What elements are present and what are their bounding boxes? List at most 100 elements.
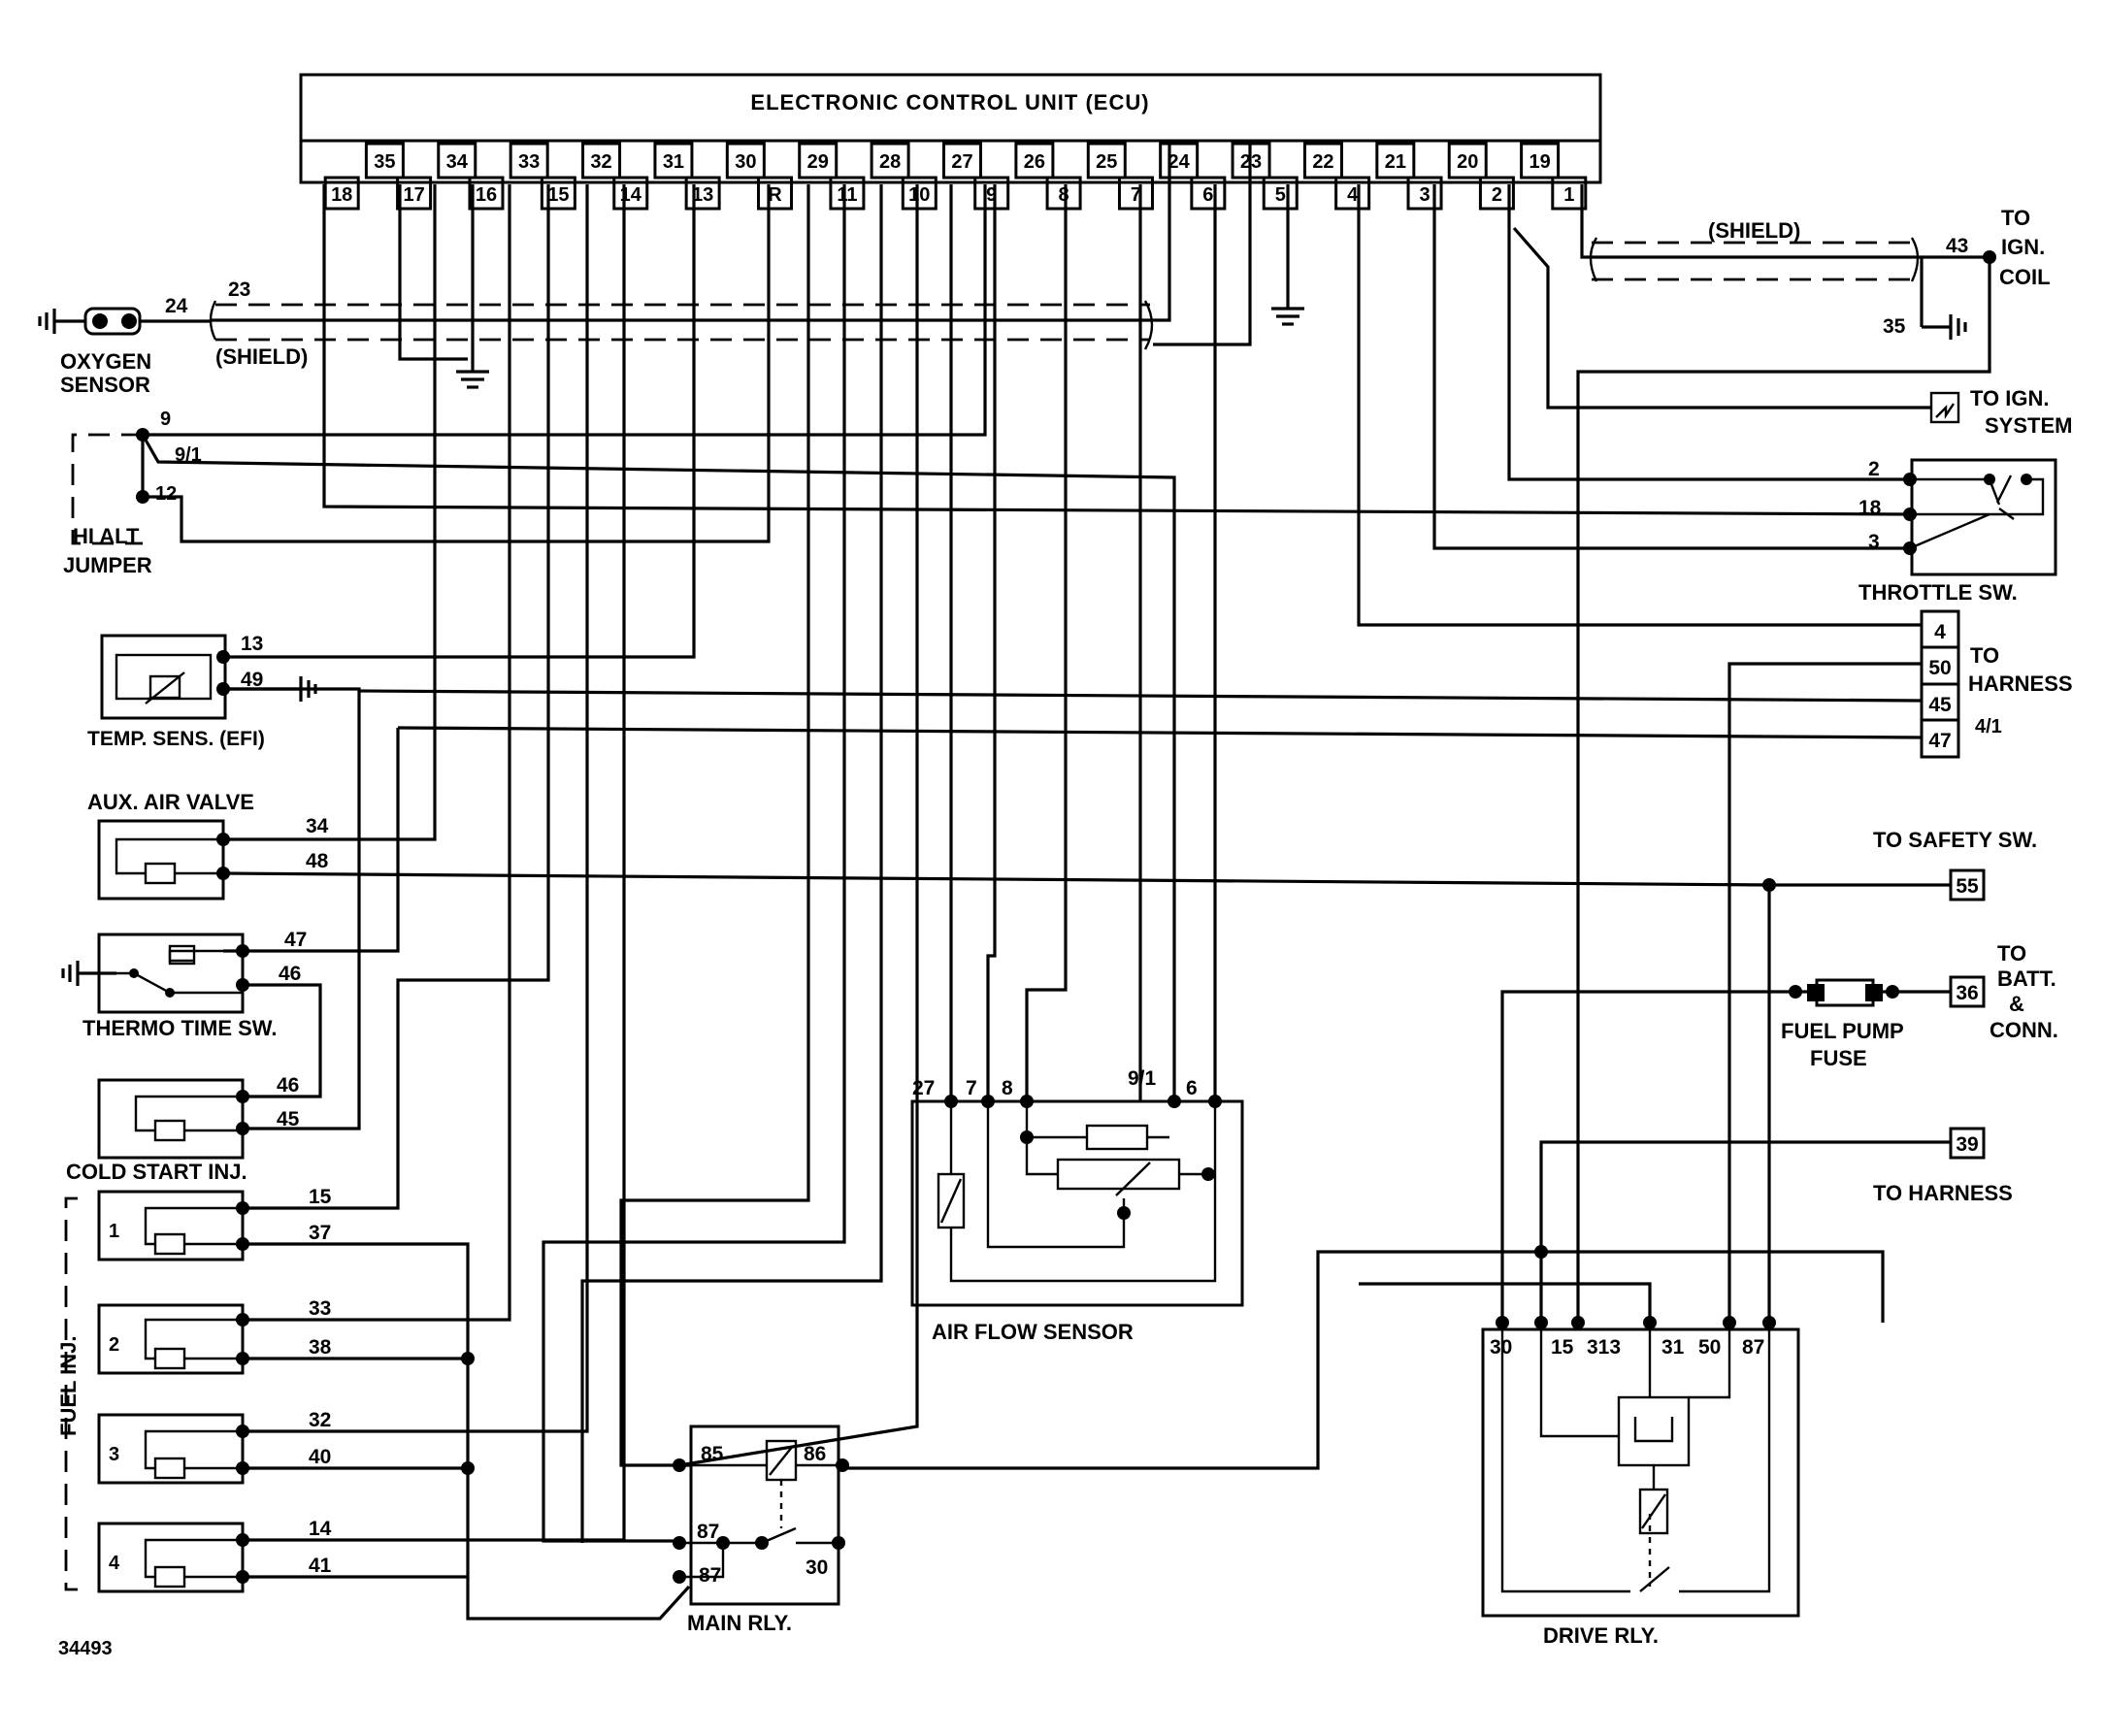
thermo-time-switch: 47 46 THERMO TIME SW.	[61, 929, 307, 1040]
drive-rly-pin-50: 50	[1698, 1336, 1721, 1359]
harness-pin-50: 50	[1928, 657, 1951, 679]
ecu-upper-pin-box	[437, 142, 477, 180]
ecu-upper-pin: 22	[1312, 151, 1333, 173]
ecu-upper-pin: 28	[879, 151, 901, 173]
ecu-lower-pin: 11	[837, 184, 857, 206]
wire-label-24: 24	[165, 295, 188, 317]
ecu-upper-pin-box	[1447, 142, 1488, 180]
aux-air-valve: AUX. AIR VALVE 34 48	[87, 790, 329, 901]
ecu-upper-pin: 35	[374, 151, 395, 173]
ecu-lower-pin: 1	[1563, 184, 1574, 206]
wire-label: 32	[309, 1409, 331, 1431]
wire-label-9-1: 9/1	[175, 444, 202, 466]
ecu-upper-pin-box	[942, 142, 982, 180]
ecu-upper-pin-box	[1086, 142, 1127, 180]
main-relay: 85 86 87 87 30 MAIN RLY.	[673, 1425, 849, 1635]
wire-label-48: 48	[306, 850, 329, 872]
wire-label-47: 47	[284, 929, 307, 951]
ecu-upper-pin-box	[870, 142, 910, 180]
wire-label-34: 34	[306, 815, 329, 837]
oxygen-sensor: OXYGEN SENSOR 24 23 (SHIELD)	[38, 278, 1154, 397]
ecu-lower-pin-box	[1406, 176, 1443, 211]
ecu-lower-pin: R	[768, 184, 782, 206]
ecu-upper-pin-box	[1014, 142, 1055, 180]
harness-pin-39: 39	[1956, 1133, 1978, 1156]
fuel-inj-label: FUEL INJ.	[56, 1335, 81, 1436]
drive-relay-label: DRIVE RLY.	[1543, 1623, 1659, 1648]
ecu-lower-pin-box	[901, 176, 937, 211]
ecu-lower-pin: 16	[476, 184, 497, 206]
wire-label-43: 43	[1946, 235, 1968, 257]
ecu-lower-pin-box	[973, 176, 1010, 211]
injector-1: 1 15 37	[97, 1186, 332, 1261]
ecu-lower-pin: 18	[331, 184, 352, 206]
ecu-upper-pin: 27	[951, 151, 972, 173]
ecu-upper-pin-box	[653, 142, 694, 180]
ground-icon	[456, 361, 489, 389]
ground-icon	[1922, 314, 1967, 340]
injector-2: 2 33 38	[97, 1297, 332, 1375]
ecu-lower-pin: 13	[692, 184, 713, 206]
wire-label-46b: 46	[277, 1074, 299, 1097]
ecu-lower-pin: 5	[1275, 184, 1286, 206]
safety-sw-label: TO SAFETY SW.	[1873, 828, 2037, 852]
ecu-lower-pin: 8	[1059, 184, 1069, 206]
afs-pin-27: 27	[912, 1077, 935, 1099]
ecu-upper-pin: 21	[1385, 151, 1406, 173]
afs-pin-8: 8	[1002, 1077, 1013, 1099]
wires	[141, 141, 1991, 1621]
wire-label-45: 45	[277, 1108, 300, 1130]
ecu-upper-pin: 31	[663, 151, 684, 173]
air-flow-sensor: 27 7 8 9/1 6 AIR FLOW SENSOR	[910, 1067, 1244, 1344]
ecu-upper-pin-box	[725, 142, 766, 180]
ign-coil-ign: IGN.	[2001, 235, 2045, 259]
harness-pin-47: 47	[1928, 730, 1951, 752]
ecu-lower-pin: 17	[403, 184, 424, 206]
harness-39-label: TO HARNESS	[1873, 1181, 2013, 1205]
ecu-upper-pin: 33	[518, 151, 540, 173]
wire-label-49: 49	[241, 669, 263, 691]
fuel-pump-fuse: 36 FUEL PUMP FUSE TO BATT. & CONN.	[1781, 941, 2058, 1070]
ecu-lower-pin: 6	[1202, 184, 1213, 206]
ground-icon	[61, 961, 116, 986]
harness-connector: 4 50 45 47 TO HARNESS 4/1	[1920, 609, 2073, 759]
afs-pin-6: 6	[1186, 1077, 1198, 1099]
ecu-lower-pin-box	[757, 176, 794, 211]
drive-rly-pin-31: 31	[1661, 1336, 1685, 1359]
ground-icon	[38, 309, 85, 334]
drive-rly-pin-30: 30	[1490, 1336, 1512, 1359]
ecu-lower-pin-box	[1334, 176, 1371, 211]
shield-label-right: (SHIELD)	[1708, 218, 1800, 243]
ign-system-line1: TO IGN.	[1970, 386, 2050, 410]
temp-sensor: 13 49 TEMP. SENS. (EFI)	[87, 633, 317, 750]
ecu-lower-pin-box	[829, 176, 866, 211]
ign-coil: (SHIELD) 43 35 TO IGN. COIL	[1589, 206, 2051, 340]
ecu-lower-pin: 2	[1492, 184, 1502, 206]
ground-icon	[1271, 299, 1304, 326]
throttle-label: THROTTLE SW.	[1858, 580, 2018, 605]
harness-pin-45: 45	[1928, 694, 1952, 716]
main-rly-pin-87a: 87	[697, 1521, 719, 1543]
ecu-upper-pin-box	[798, 142, 839, 180]
injector-4: 4 14 41	[97, 1518, 332, 1593]
ecu-lower-pin: 15	[547, 184, 569, 206]
ecu-upper-pin: 29	[807, 151, 829, 173]
cold-start-label: COLD START INJ.	[66, 1160, 247, 1184]
ecu-upper-pin: 19	[1529, 151, 1550, 173]
drive-rly-pin-15: 15	[1551, 1336, 1574, 1359]
afs-pin-9-1: 9/1	[1128, 1067, 1157, 1090]
fuse-to-2: BATT.	[1997, 966, 2056, 991]
ecu-lower-pin-box	[1117, 176, 1154, 211]
ign-coil-to: TO	[2001, 206, 2030, 230]
hi-alt-jumper: 9 9/1 12 HI ALT JUMPER	[63, 409, 202, 577]
thermo-time-label: THERMO TIME SW.	[82, 1016, 277, 1040]
ecu-upper-pin-box	[1159, 142, 1200, 180]
ecu-upper-pin: 32	[590, 151, 611, 173]
figure-number: 34493	[58, 1638, 113, 1659]
ecu-lower-pin-box	[468, 176, 505, 211]
throttle-pin-18: 18	[1858, 497, 1882, 519]
ecu-lower-pin-box	[684, 176, 721, 211]
throttle-pin-2: 2	[1868, 458, 1880, 480]
